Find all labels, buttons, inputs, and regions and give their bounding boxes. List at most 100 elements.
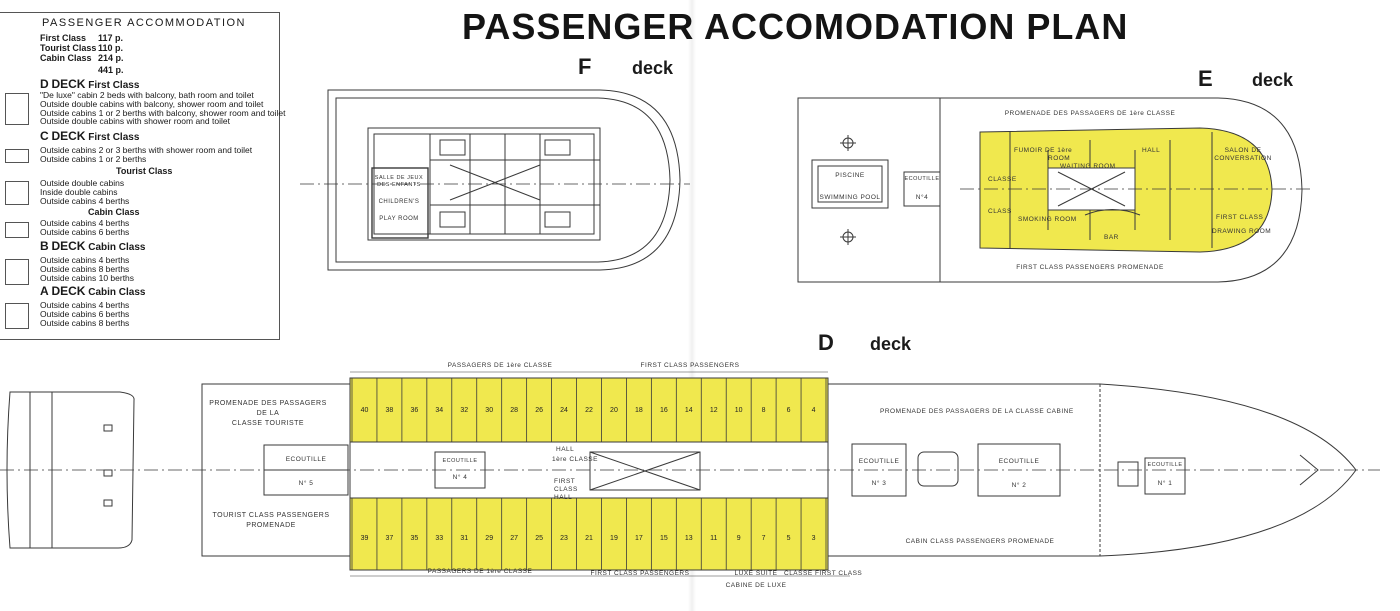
e-deck-letter: E [1198, 66, 1213, 91]
e-deck-class-label: CLASS [988, 208, 1012, 215]
e-deck-word: deck [1252, 70, 1294, 90]
f-deck-salle-label: SALLE DE JEUX DES ENFANTS [374, 175, 424, 188]
legend-swatch-c-first [5, 149, 29, 163]
d-deck-classe-first: CLASSE FIRST CLASS [784, 570, 863, 577]
top-cabin-number: 6 [787, 407, 791, 414]
d-deck-luxe-suite: LUXE SUITE [734, 570, 778, 577]
bottom-cabin-number: 29 [485, 535, 493, 542]
d-deck-classe-label: 1ère CLASSE [552, 456, 598, 463]
legend-swatch-d [5, 93, 29, 125]
d-deck-hatch-1-number: N° 1 [1157, 480, 1173, 487]
top-cabin-number: 18 [635, 407, 643, 414]
d-deck-letter: D [818, 330, 834, 355]
legend-title: PASSENGER ACCOMMODATION [42, 17, 247, 29]
top-cabin-number: 8 [762, 407, 766, 414]
d-deck-hatch-4-number: N° 4 [452, 474, 468, 481]
top-cabin-number: 40 [361, 407, 369, 414]
top-cabin-number: 22 [585, 407, 593, 414]
d-deck-word: deck [870, 334, 912, 354]
f-deck-play-label: PLAY ROOM [379, 216, 419, 222]
top-cabin-number: 14 [685, 407, 693, 414]
bottom-cabin-number: 23 [560, 535, 568, 542]
f-deck-children-label: CHILDREN'S [378, 199, 420, 205]
legend-b-deck-heading: B DECK Cabin Class [40, 239, 146, 253]
e-deck-hatch [903, 171, 941, 207]
bottom-cabin-number: 13 [685, 535, 693, 542]
d-deck-stern-section [6, 391, 135, 549]
e-deck-hall-label: HALL [1142, 147, 1161, 154]
e-deck-swimming-label: SWIMMING POOL [819, 194, 881, 201]
bottom-cabin-number: 27 [510, 535, 518, 542]
d-deck-hatch-4-label: ECOUTILLE [442, 458, 478, 464]
legend-a-deck-heading: A DECK Cabin Class [40, 284, 146, 298]
f-deck-word: deck [632, 58, 674, 78]
e-deck-smoking-label: SMOKING ROOM [1018, 216, 1077, 223]
e-deck-hull [797, 97, 1303, 283]
e-deck-salon-label: SALON DE CONVERSATION [1214, 147, 1272, 162]
legend-swatch-b [5, 259, 29, 285]
legend-c-cabin-lines: Outside cabins 4 berths Outside cabins 6… [40, 218, 130, 237]
d-deck-bottom-en: FIRST CLASS PASSENGERS [590, 570, 690, 577]
d-deck-hall-label: HALL [556, 446, 575, 453]
e-deck-piscine-label: PISCINE [835, 172, 865, 179]
bottom-cabin-number: 25 [535, 535, 543, 542]
top-cabin-number: 26 [535, 407, 543, 414]
top-cabin-number: 28 [510, 407, 518, 414]
e-deck-promenade-fr: PROMENADE DES PASSAGERS DE 1ère CLASSE [1004, 110, 1176, 117]
d-deck-bottom-fr: PASSAGERS DE 1ère CLASSE [427, 568, 533, 575]
d-deck-hatch-2-number: N° 2 [1011, 482, 1027, 489]
f-deck-hull-inner [335, 97, 671, 263]
bottom-cabin-number: 39 [361, 535, 369, 542]
legend-c-tourist-heading: Tourist Class [116, 166, 173, 176]
d-deck-cabins-top [349, 377, 829, 443]
bottom-cabin-number: 31 [460, 535, 468, 542]
top-cabin-number: 36 [410, 407, 418, 414]
d-deck-hatch-2-label: ECOUTILLE [998, 458, 1040, 465]
bottom-cabin-number: 21 [585, 535, 593, 542]
page-fold [688, 0, 696, 611]
top-cabin-number: 38 [386, 407, 394, 414]
d-deck-cabine-luxe: CABINE DE LUXE [725, 582, 787, 589]
page-title: PASSENGER ACCOMODATION PLAN [462, 6, 1129, 47]
legend-swatch-a [5, 303, 29, 329]
d-deck-tourist-prom-fr-3: CLASSE TOURISTE [231, 420, 305, 427]
bottom-cabin-number: 35 [410, 535, 418, 542]
e-deck-room-label: ROOM [1048, 155, 1071, 162]
bottom-cabin-number: 7 [762, 535, 766, 542]
bottom-cabin-number: 19 [610, 535, 618, 542]
d-deck-tourist-prom-fr-1: PROMENADE DES PASSAGERS [209, 400, 327, 407]
legend-c-cabin-heading: Cabin Class [88, 207, 140, 217]
e-deck-waiting-label: WAITING ROOM [1060, 163, 1116, 170]
top-cabin-number: 34 [435, 407, 443, 414]
e-deck-fumoir-label: FUMOIR DE 1ère [1014, 147, 1073, 154]
e-deck-bar-label: BAR [1104, 234, 1119, 241]
top-cabin-number: 16 [660, 407, 668, 414]
legend-c-deck-lines: Outside cabins 2 or 3 berths with shower… [40, 145, 253, 164]
e-deck-hatch-number: N°4 [915, 194, 929, 201]
bottom-cabin-number: 17 [635, 535, 643, 542]
top-cabin-number: 10 [735, 407, 743, 414]
d-deck-top-fr: PASSAGERS DE 1ère CLASSE [447, 362, 553, 369]
legend-b-deck-lines: Outside cabins 4 berths Outside cabins 8… [40, 255, 135, 283]
e-deck-classe-label: CLASSE [988, 176, 1017, 183]
d-deck-hatch-3-label: ECOUTILLE [858, 458, 900, 465]
bottom-cabin-number: 33 [435, 535, 443, 542]
legend-d-deck-lines: "De luxe" cabin 2 beds with balcony, bat… [40, 90, 286, 127]
legend-c-tourist-lines: Outside double cabins Inside double cabi… [40, 178, 130, 206]
bottom-cabin-number: 3 [812, 535, 816, 542]
f-deck-play-room [371, 167, 429, 239]
legend-swatch-c-tourist [5, 181, 29, 205]
top-cabin-number: 20 [610, 407, 618, 414]
d-deck-tourist-prom-fr-2: DE LA [256, 410, 280, 417]
legend-c-deck-heading: C DECK First Class [40, 129, 140, 143]
bottom-cabin-number: 15 [660, 535, 668, 542]
d-deck-tourist-prom-en-1: TOURIST CLASS PASSENGERS [212, 512, 330, 519]
top-cabin-number: 30 [485, 407, 493, 414]
